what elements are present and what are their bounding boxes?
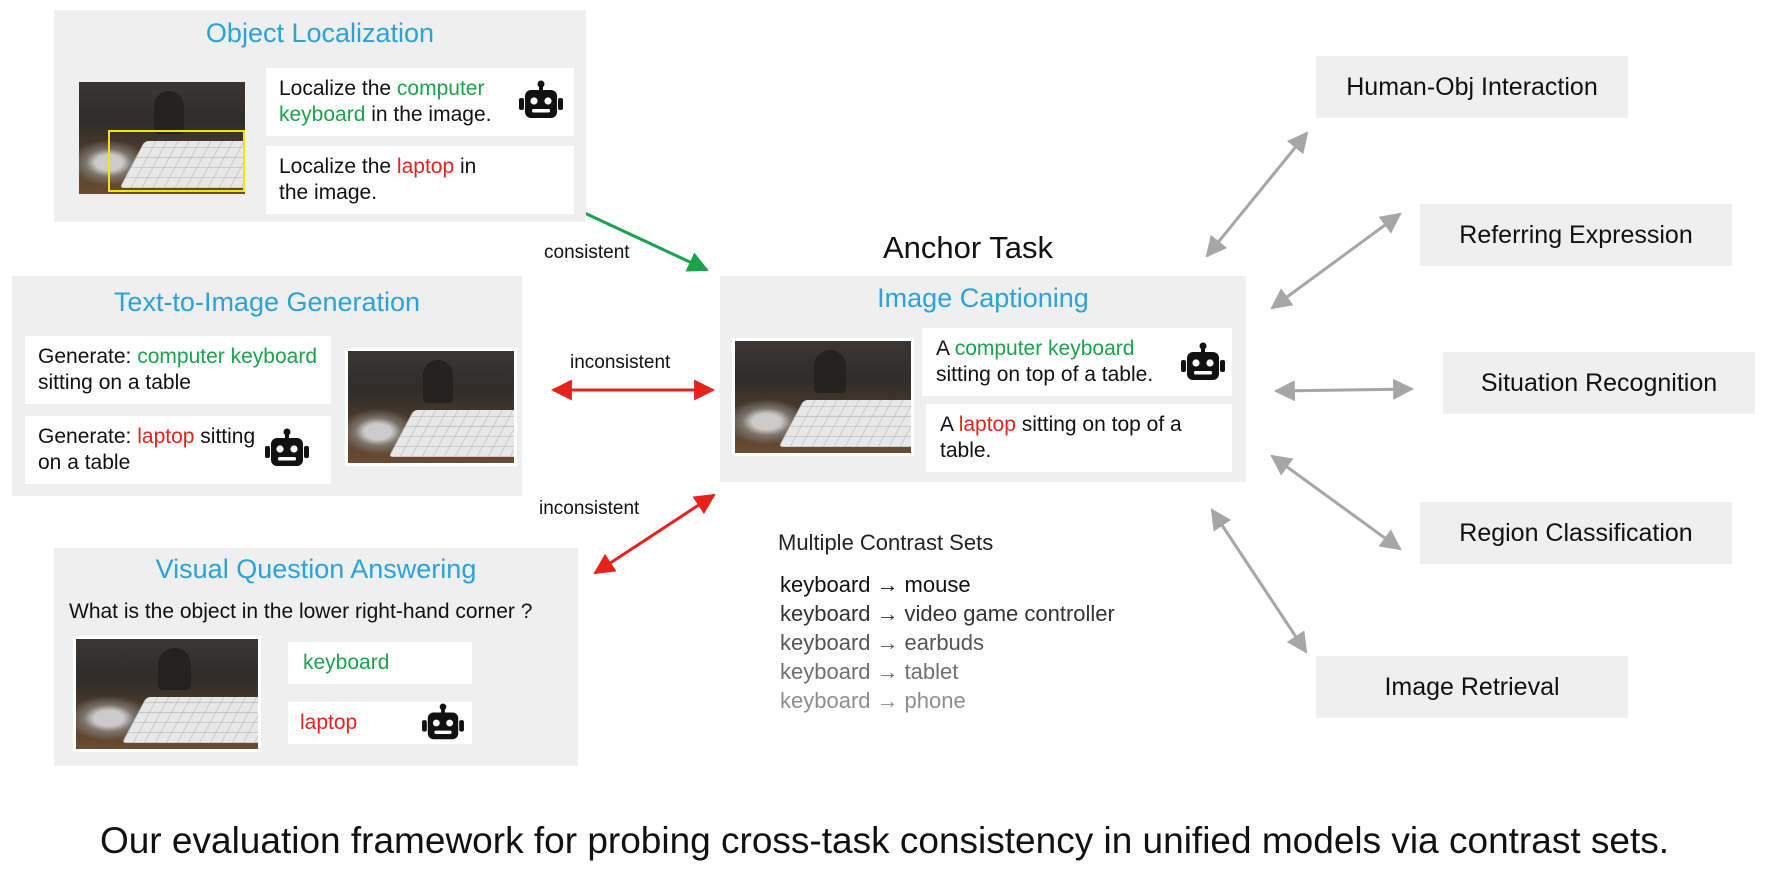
caption-highlight: computer keyboard: [954, 337, 1135, 360]
inconsistent-vqa-label: inconsistent: [539, 498, 640, 519]
caption-1: A computer keyboard sitting on top of a …: [922, 328, 1232, 396]
caption-text: A: [940, 413, 959, 436]
localize-prompt-1: Localize the computer keyboard in the im…: [266, 68, 574, 136]
generate-prompt-1: Generate: computer keyboard sitting on a…: [25, 336, 331, 404]
vqa-answer-2: laptop: [288, 702, 472, 744]
object-localization-panel: Object Localization Localize the compute…: [54, 10, 586, 222]
contrast-item: keyboard→tablet: [780, 659, 958, 685]
contrast-item: keyboard→video game controller: [780, 601, 1115, 627]
vqa-title: Visual Question Answering: [155, 554, 477, 584]
contrast-item: keyboard→phone: [780, 688, 966, 714]
image-captioning-panel: Image Captioning A computer keyboard sit…: [720, 276, 1246, 482]
contrast-to: earbuds: [904, 630, 985, 655]
arrow-inconsistent-vqa: [593, 493, 716, 575]
contrast-from: keyboard: [780, 659, 871, 684]
vqa-answer-1: keyboard: [288, 642, 472, 684]
arrow-referring: [1270, 212, 1402, 310]
contrast-from: keyboard: [780, 688, 871, 713]
image-captioning-title: Image Captioning: [877, 283, 1089, 313]
robot-icon: [519, 80, 563, 118]
arrow-hoi: [1205, 131, 1309, 258]
contrast-to: mouse: [904, 572, 971, 597]
keyboard-photo: [79, 82, 245, 194]
prompt-highlight: computer keyboard: [279, 77, 485, 126]
caption-text: sitting on top of a table.: [936, 363, 1154, 386]
referring-expression-task: Referring Expression: [1420, 204, 1732, 266]
image-retrieval-task: Image Retrieval: [1316, 656, 1628, 718]
figure-caption: Our evaluation framework for probing cro…: [99, 820, 1670, 861]
contrast-from: keyboard: [780, 630, 871, 655]
contrast-from: keyboard: [780, 601, 871, 626]
vqa-question: What is the object in the lower right-ha…: [69, 600, 533, 623]
inconsistent-t2i-label: inconsistent: [570, 352, 671, 373]
caption-highlight: laptop: [958, 413, 1016, 436]
prompt-highlight: laptop: [396, 155, 455, 178]
prompt-text: in the image.: [279, 155, 477, 204]
prompt-text: in the image.: [365, 103, 492, 126]
right-arrow-icon: →: [876, 688, 899, 713]
consistent-label: consistent: [544, 242, 630, 263]
region-classification-task: Region Classification: [1420, 502, 1732, 564]
robot-icon: [1181, 342, 1225, 380]
caption-text: sitting on top of a table.: [940, 413, 1182, 462]
caption-text: A: [936, 337, 955, 360]
generated-keyboard-photo: [345, 348, 517, 466]
hoi-task: Human-Obj Interaction: [1316, 56, 1628, 118]
contrast-to: tablet: [904, 659, 959, 684]
prompt-text: Generate:: [38, 345, 138, 368]
object-localization-title: Object Localization: [205, 18, 435, 48]
bounding-box: [108, 130, 245, 192]
prompt-text: sitting on a table: [38, 371, 191, 394]
right-arrow-icon: →: [876, 601, 899, 626]
vqa-keyboard-photo: [73, 636, 261, 752]
robot-icon: [265, 428, 309, 466]
arrow-situation: [1273, 378, 1415, 402]
contrast-item: keyboard→mouse: [780, 572, 971, 598]
right-arrow-icon: →: [876, 659, 899, 684]
vqa-panel: Visual Question Answering What is the ob…: [54, 548, 578, 766]
contrast-to: video game controller: [904, 601, 1115, 626]
contrast-from: keyboard: [780, 572, 871, 597]
caption-2: A laptop sitting on top of a table.: [926, 404, 1232, 472]
prompt-text: sitting on a table: [38, 425, 256, 474]
text-to-image-panel: Text-to-Image Generation Generate: compu…: [12, 276, 522, 496]
arrow-retrieval: [1210, 508, 1308, 654]
answer-text: keyboard: [303, 651, 390, 674]
contrast-to: phone: [904, 688, 966, 713]
contrast-item: keyboard→earbuds: [780, 630, 984, 656]
prompt-text: Localize the: [279, 155, 397, 178]
caption-keyboard-photo: [732, 338, 914, 456]
prompt-text: Localize the: [279, 77, 397, 100]
right-arrow-icon: →: [876, 630, 899, 655]
text-to-image-title: Text-to-Image Generation: [113, 287, 421, 317]
generate-prompt-2: Generate: laptop sitting on a table: [25, 416, 331, 484]
anchor-task-heading: Anchor Task: [883, 230, 1054, 265]
prompt-highlight: computer keyboard: [137, 345, 317, 368]
contrast-sets-heading: Multiple Contrast Sets: [778, 530, 994, 555]
right-arrow-icon: →: [876, 572, 899, 597]
prompt-highlight: laptop: [137, 425, 195, 448]
localize-prompt-2: Localize the laptop in the image.: [266, 146, 574, 214]
robot-icon: [422, 703, 464, 740]
answer-text: laptop: [300, 711, 358, 734]
situation-recognition-task: Situation Recognition: [1443, 352, 1755, 414]
prompt-text: Generate:: [38, 425, 138, 448]
arrow-region: [1270, 454, 1402, 551]
